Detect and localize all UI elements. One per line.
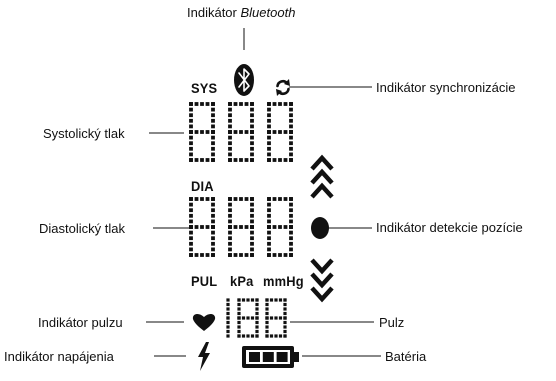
lcd-digit	[267, 102, 293, 162]
diastolic-digits	[189, 197, 293, 257]
battery-bar	[262, 352, 274, 362]
lcd-digit	[267, 197, 293, 257]
bluetooth-callout-word: Bluetooth	[240, 5, 296, 20]
lcd-digit	[189, 102, 215, 162]
battery-icon	[242, 346, 299, 368]
position-callout: Indikátor detekcie pozície	[376, 220, 523, 235]
dia-label: DIA	[191, 178, 214, 194]
pulse-digits	[226, 298, 287, 338]
battery-bar	[276, 352, 288, 362]
battery-callout: Batéria	[385, 349, 427, 364]
bluetooth-icon	[234, 64, 254, 96]
lcd-digit	[228, 197, 254, 257]
sync-callout: Indikátor synchronizácie	[376, 80, 516, 95]
battery-bar	[249, 352, 260, 362]
lcd-digit	[237, 298, 259, 338]
leader-lines	[146, 28, 381, 357]
position-dot-icon	[311, 217, 329, 239]
diastolic-callout: Diastolický tlak	[39, 221, 125, 236]
lcd-digit	[228, 102, 254, 162]
bluetooth-callout: Indikátor Bluetooth	[187, 5, 295, 20]
systolic-callout: Systolický tlak	[43, 126, 125, 141]
power-callout: Indikátor napájenia	[4, 349, 114, 364]
pul-label: PUL	[191, 273, 218, 289]
bluetooth-callout-prefix: Indikátor	[187, 5, 237, 20]
chevron-up-icon	[310, 154, 334, 199]
lcd-digit	[226, 298, 230, 338]
pulse-indicator-callout: Indikátor pulzu	[38, 315, 123, 330]
unit-kpa-label: kPa	[230, 273, 254, 289]
sys-label: SYS	[191, 80, 218, 96]
heart-icon	[192, 314, 216, 331]
unit-mmhg-label: mmHg	[263, 273, 304, 289]
lcd-digit	[265, 298, 287, 338]
pulse-callout: Pulz	[379, 315, 405, 330]
lightning-icon	[198, 342, 210, 371]
lcd-digit	[189, 197, 215, 257]
chevron-down-icon	[310, 258, 334, 303]
sync-icon	[276, 79, 290, 96]
systolic-digits	[189, 102, 293, 162]
